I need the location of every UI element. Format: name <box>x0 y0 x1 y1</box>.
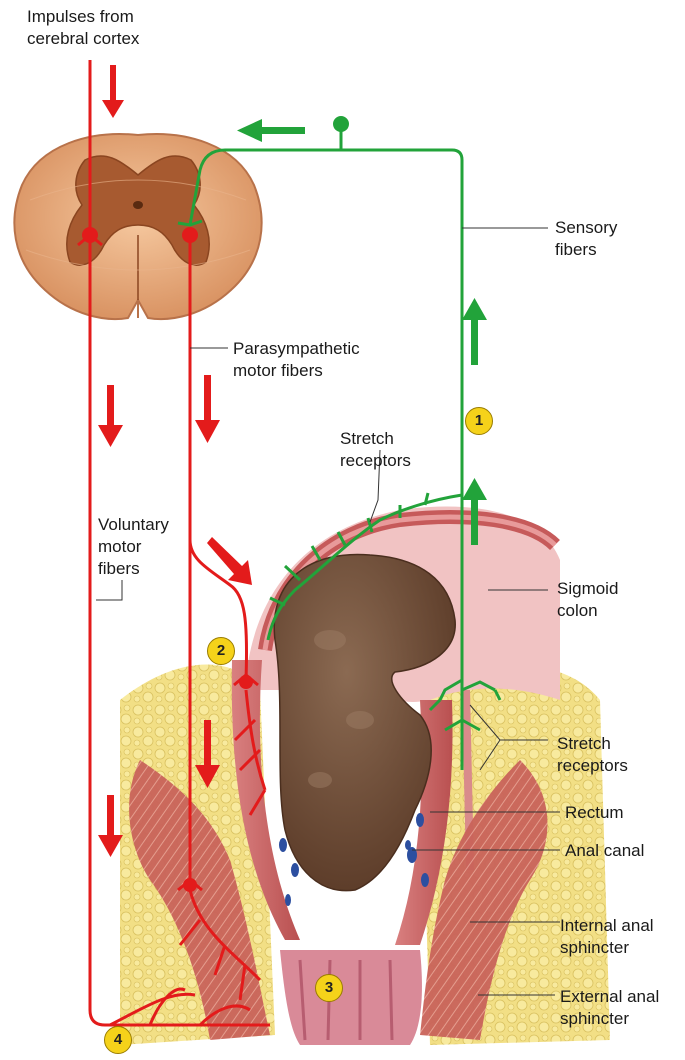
parasympathetic-label: Parasympathetic motor fibers <box>233 338 360 382</box>
neuron-cell-body-icon <box>182 227 198 243</box>
neuron-cell-body-icon <box>239 675 253 689</box>
anal-canal-label: Anal canal <box>565 840 644 862</box>
arrow-left-icon <box>237 119 305 142</box>
arrow-down-icon <box>98 385 123 447</box>
arrow-up-icon <box>462 298 487 365</box>
sigmoid-colon-label: Sigmoid colon <box>557 578 618 622</box>
stretch-receptors-bottom-label: Stretch receptors <box>557 733 628 777</box>
neuron-cell-body-icon <box>82 227 98 243</box>
sensory-fibers-label: Sensory fibers <box>555 217 617 261</box>
step-marker-3: 3 <box>315 974 343 1002</box>
impulses-label: Impulses from cerebral cortex <box>27 6 139 50</box>
arrow-down-icon <box>102 65 124 118</box>
spinal-cord-section <box>14 134 261 319</box>
rectum-label: Rectum <box>565 802 624 824</box>
neuron-cell-body-icon <box>333 116 349 132</box>
neuron-cell-body-icon <box>183 878 197 892</box>
step-marker-2: 2 <box>207 637 235 665</box>
stretch-receptors-top-label: Stretch receptors <box>340 428 411 472</box>
arrow-down-icon <box>98 795 123 857</box>
external-sphincter-label: External anal sphincter <box>560 986 659 1030</box>
arrow-down-icon <box>207 537 252 585</box>
step-marker-1: 1 <box>465 407 493 435</box>
step-marker-4: 4 <box>104 1026 132 1054</box>
internal-sphincter-label: Internal anal sphincter <box>560 915 654 959</box>
arrow-down-icon <box>195 375 220 443</box>
voluntary-motor-label: Voluntary motor fibers <box>98 514 169 580</box>
